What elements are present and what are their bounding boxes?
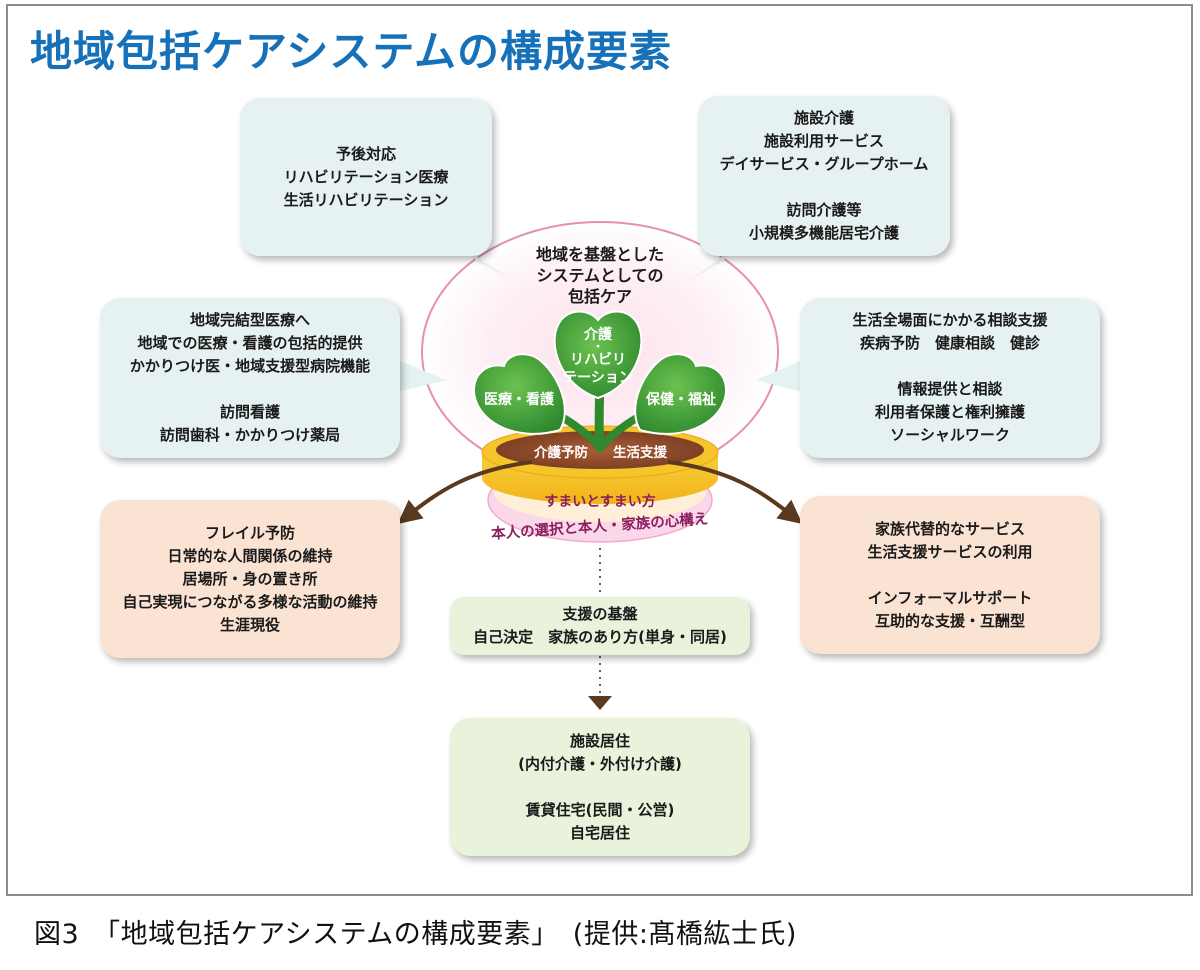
box-text-line: フレイル予防	[204, 523, 295, 542]
box-rehabilitation: 予後対応 リハビリテーション医療 生活リハビリテーション	[240, 98, 492, 256]
box-text-line: 自己実現につながる多様な活動の維持	[122, 592, 378, 611]
box-text-line: 互助的な支援・互酬型	[874, 611, 1025, 630]
box-text-line: かかりつけ医・地域支援型病院機能	[129, 357, 371, 375]
center-label-line: 包括ケア	[567, 287, 632, 306]
box-text-spacer	[852, 355, 1047, 378]
center-label-line: 地域を基盤とした	[535, 245, 664, 264]
box-care-services: 施設介護 施設利用サービス デイサービス・グループホーム 訪問介護等 小規模多機…	[698, 96, 950, 256]
bubble-tail-mid-left	[398, 360, 446, 392]
arrow-to-bottom-left	[397, 460, 533, 524]
box-informal-support: 家族代替的なサービス 生活支援サービスの利用 インフォーマルサポート 互助的な支…	[800, 496, 1100, 654]
box-text-line: 日常的な人間関係の維持	[167, 546, 333, 565]
box-text-line: 生涯現役	[219, 615, 280, 634]
arrow-to-bottom-right	[667, 460, 803, 524]
figure-caption: 図3 「地域包括ケアシステムの構成要素」 (提供:髙橋紘士氏)	[34, 919, 797, 950]
leaf-left	[472, 353, 566, 435]
box-text-line: 利用者保護と権利擁護	[874, 403, 1025, 421]
box-text-line: 訪問歯科・かかりつけ薬局	[159, 426, 341, 444]
box-text-line: 小規模多機能居宅介護	[748, 224, 899, 242]
pot-label-left: 介護予防	[533, 444, 588, 461]
base-label-top: すまいとすまい方	[544, 493, 656, 510]
box-text-spacer	[720, 176, 929, 199]
box-text-line: 自己決定 家族のあり方(単身・同居)	[473, 628, 727, 646]
box-text-line: 施設介護	[793, 109, 854, 127]
center-label: 地域を基盤とした システムとしての 包括ケア	[515, 244, 685, 307]
box-text-line: 訪問看護	[219, 403, 280, 421]
box-text-line: 地域完結型医療へ	[189, 311, 310, 329]
box-text-line: 生活全場面にかかる相談支援	[852, 311, 1048, 329]
box-text-line: (内付介護・外付け介護)	[518, 754, 682, 773]
box-text-line: 訪問介護等	[786, 201, 862, 219]
figure-title: 地域包括ケアシステムの構成要素	[30, 27, 673, 76]
leaf-top-label-2: ・	[593, 340, 604, 353]
pot-label-right: 生活支援	[613, 444, 667, 461]
box-support-foundation: 支援の基盤 自己決定 家族のあり方(単身・同居)	[450, 597, 750, 655]
box-frailty-prevention: フレイル予防 日常的な人間関係の維持 居場所・身の置き所 自己実現につながる多様…	[100, 500, 400, 658]
leaf-top-label-3: リハビリ	[570, 352, 626, 368]
box-text-line: 生活リハビリテーション	[283, 190, 449, 209]
box-text-line: 自宅居住	[569, 823, 630, 842]
box-text-line: 賃貸住宅(民間・公営)	[525, 800, 675, 819]
box-text-line: 情報提供と相談	[897, 380, 1003, 398]
box-text-spacer	[518, 776, 682, 799]
leaf-right-label: 保健・福祉	[645, 391, 716, 408]
leaf-top-label-4: テーション	[563, 370, 633, 386]
box-text-line: リハビリテーション医療	[283, 167, 449, 186]
leaf-right	[634, 353, 728, 435]
box-text-line: 居場所・身の置き所	[182, 569, 318, 588]
leaf-top	[553, 310, 643, 400]
box-text-line: 支援の基盤	[562, 605, 638, 623]
box-consultation-support: 生活全場面にかかる相談支援 疾病予防 健康相談 健診 情報提供と相談 利用者保護…	[800, 298, 1100, 458]
diagram-graphic: 介護 ・ リハビリ テーション 医療・看護 保健・福祉 介護予防 生活支援 すま…	[397, 221, 803, 710]
box-text-line: 地域での医療・看護の包括的提供	[137, 334, 363, 352]
box-text-spacer	[130, 378, 370, 401]
box-text-line: 予後対応	[335, 144, 396, 163]
box-text-line: 施設利用サービス	[763, 132, 884, 150]
box-text-spacer	[867, 564, 1032, 587]
box-text-line: 疾病予防 健康相談 健診	[859, 334, 1040, 352]
dotted-connector	[588, 548, 612, 710]
box-text-line: 施設居住	[569, 731, 630, 750]
box-text-line: 生活支援サービスの利用	[867, 542, 1033, 561]
leaf-left-label: 医療・看護	[484, 391, 555, 408]
box-text-line: 家族代替的なサービス	[874, 519, 1025, 538]
box-residence: 施設居住 (内付介護・外付け介護) 賃貸住宅(民間・公営) 自宅居住	[450, 718, 750, 856]
box-text-line: デイサービス・グループホーム	[719, 155, 929, 173]
box-text-line: ソーシャルワーク	[890, 426, 1010, 444]
center-label-line: システムとしての	[536, 266, 664, 285]
box-medical-care: 地域完結型医療へ 地域での医療・看護の包括的提供 かかりつけ医・地域支援型病院機…	[100, 298, 400, 458]
bubble-tail-mid-right	[756, 360, 802, 392]
leaf-top-label-1: 介護	[583, 326, 613, 343]
box-text-line: インフォーマルサポート	[867, 588, 1033, 607]
